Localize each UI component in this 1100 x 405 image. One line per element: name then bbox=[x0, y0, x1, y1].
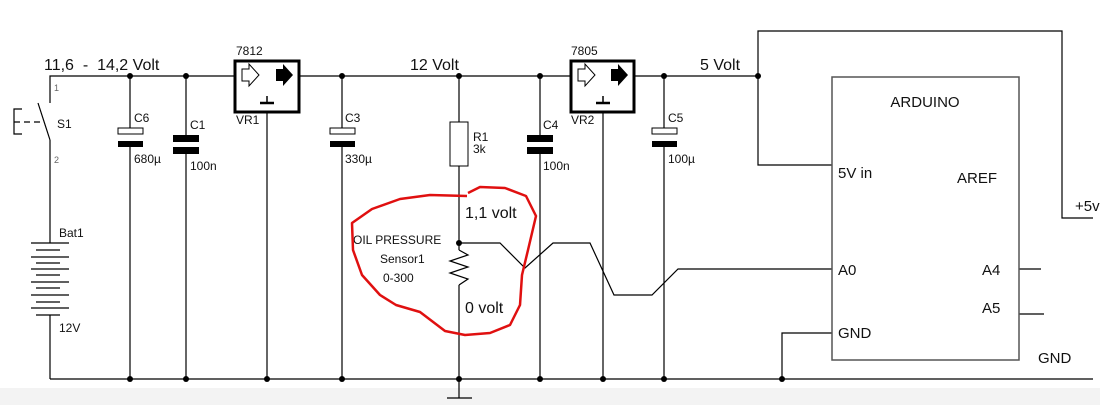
regulator-vr2: 7805 VR2 bbox=[569, 44, 636, 127]
plus5v-label: +5v bbox=[1075, 198, 1100, 215]
sensor-range: 0-300 bbox=[383, 271, 414, 285]
pin-a0: A0 bbox=[838, 262, 856, 279]
capacitor-value: 100µ bbox=[668, 152, 695, 166]
annotation-top-voltage: 1,1 volt bbox=[465, 205, 517, 222]
gnd-label: GND bbox=[1038, 350, 1072, 367]
capacitor-c5: C5 100µ bbox=[651, 111, 695, 166]
arrow-filled-icon bbox=[276, 64, 293, 86]
regulator-label: VR2 bbox=[571, 113, 595, 127]
switch-pin2-label: 2 bbox=[54, 155, 59, 165]
capacitor-c4: C4 100n bbox=[527, 118, 570, 173]
oil-pressure-sensor: OIL PRESSURE Sensor1 0-300 1,1 volt 0 vo… bbox=[350, 185, 538, 337]
resistor-r1: R1 3k bbox=[449, 121, 489, 167]
input-voltage-label: 11,6 - 14,2 Volt bbox=[44, 57, 160, 74]
bottom-margin bbox=[0, 388, 1100, 405]
switch-s1: 1 2 S1 bbox=[13, 83, 72, 165]
capacitor-label: C4 bbox=[543, 118, 559, 132]
capacitor-value: 330µ bbox=[345, 152, 372, 166]
wires bbox=[49, 30, 1093, 398]
capacitor-label: C1 bbox=[190, 118, 206, 132]
pin-gnd: GND bbox=[838, 325, 872, 342]
capacitor-c6: C6 680µ bbox=[117, 111, 161, 166]
pin-a4: A4 bbox=[982, 262, 1000, 279]
regulator-label: VR1 bbox=[236, 113, 260, 127]
12v-rail-label: 12 Volt bbox=[410, 57, 459, 74]
regulator-part: 7805 bbox=[571, 44, 598, 58]
capacitor-c1: C1 100n bbox=[173, 118, 217, 173]
arrow-filled-icon bbox=[611, 64, 628, 86]
switch-label: S1 bbox=[57, 117, 72, 131]
junction-dots bbox=[127, 73, 785, 382]
resistor-value: 3k bbox=[473, 142, 487, 156]
regulator-vr1: 7812 VR1 bbox=[233, 44, 301, 127]
capacitor-c3: C3 330µ bbox=[329, 111, 372, 166]
battery-bat1: Bat1 12V bbox=[31, 226, 84, 335]
regulator-part: 7812 bbox=[236, 44, 263, 58]
battery-label: Bat1 bbox=[59, 226, 84, 240]
capacitor-value: 100n bbox=[190, 159, 217, 173]
pin-5v-in: 5V in bbox=[838, 165, 872, 182]
arduino-title: ARDUINO bbox=[890, 94, 959, 111]
battery-value: 12V bbox=[59, 321, 80, 335]
switch-pin1-label: 1 bbox=[54, 83, 59, 93]
capacitor-value: 680µ bbox=[134, 152, 161, 166]
pin-a5: A5 bbox=[982, 300, 1000, 317]
annotation-circle bbox=[350, 185, 538, 337]
arrow-outline-icon bbox=[577, 62, 596, 88]
capacitor-value: 100n bbox=[543, 159, 570, 173]
resistor-label: R1 bbox=[473, 130, 489, 144]
pin-aref: AREF bbox=[957, 170, 997, 187]
sensor-title: OIL PRESSURE bbox=[353, 233, 441, 247]
annotation-bottom-voltage: 0 volt bbox=[465, 300, 504, 317]
arduino-block: ARDUINO 5V in AREF A0 A4 A5 GND bbox=[831, 76, 1020, 361]
capacitor-label: C6 bbox=[134, 111, 150, 125]
capacitor-label: C3 bbox=[345, 111, 361, 125]
5v-rail-label: 5 Volt bbox=[700, 57, 741, 74]
arrow-outline-icon bbox=[241, 62, 260, 88]
capacitor-label: C5 bbox=[668, 111, 684, 125]
sensor-label: Sensor1 bbox=[380, 252, 425, 266]
